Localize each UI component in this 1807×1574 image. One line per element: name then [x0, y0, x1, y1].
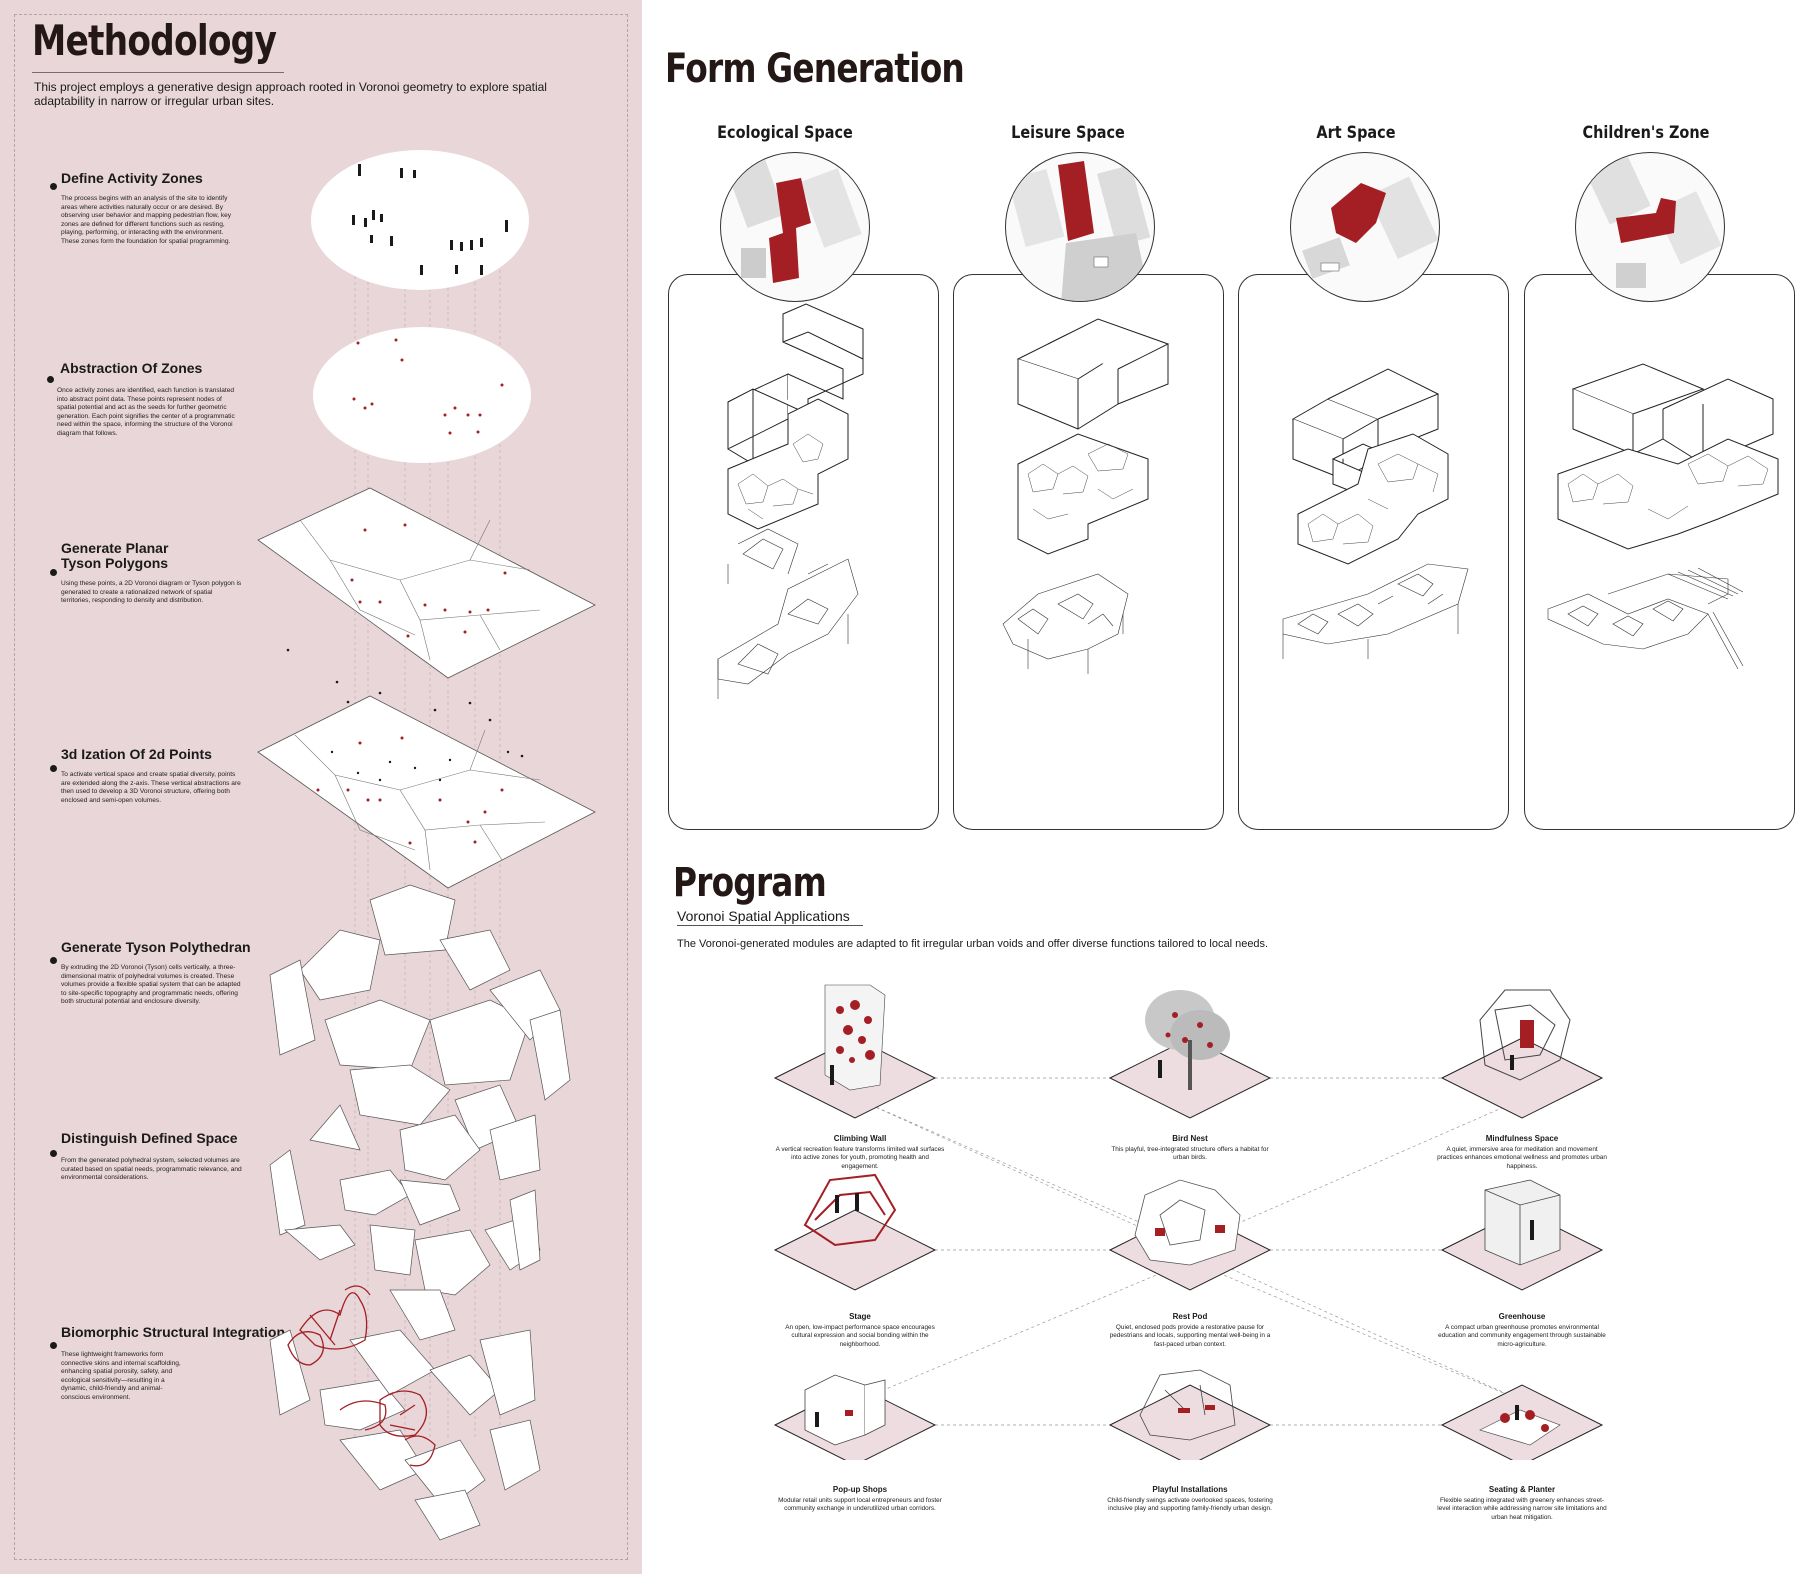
program-description: Modular retail units support local entre…: [778, 1497, 942, 1513]
program-name: Rest Pod: [1172, 1312, 1208, 1321]
abstraction-ellipse: [313, 327, 531, 463]
program-name: Greenhouse: [1498, 1312, 1546, 1321]
step-bullet: [50, 183, 57, 190]
step-title: Generate Planar Tyson Polygons: [61, 540, 169, 571]
step-bullet: [50, 1150, 57, 1157]
step-title: Generate Tyson Polythedran: [61, 939, 251, 955]
step-description: Once activity zones are identified, each…: [57, 387, 235, 437]
mindfulness-icon: [1479, 989, 1571, 1081]
stage-icon: [803, 1173, 897, 1247]
site-map-ecological: [720, 152, 870, 302]
zone-label: Children's Zone: [1582, 123, 1710, 143]
connection-lines: [859, 1077, 1521, 1426]
step-description: These lightweight frameworks form connec…: [61, 1351, 181, 1401]
program-description: This playful, tree-integrated structure …: [1111, 1146, 1269, 1162]
climbing-wall-icon: [824, 984, 886, 1091]
zone-label: Art Space: [1316, 123, 1396, 143]
step-description: By extruding the 2D Voronoi (Tyson) cell…: [61, 964, 241, 1006]
activity-zones-ellipse: [311, 150, 529, 290]
tyson-polyhedra: [269, 884, 571, 1181]
program-diagram: [773, 984, 1604, 1460]
zone-label: Leisure Space: [1011, 123, 1125, 143]
step-bullet: [50, 765, 57, 772]
step-bullet: [47, 376, 54, 383]
step-description: From the generated polyhedral system, se…: [61, 1157, 242, 1182]
program-name: Playful Installations: [1152, 1485, 1228, 1494]
program-description: Child-friendly swings activate overlooke…: [1107, 1497, 1273, 1513]
bird-nest-icon: [1145, 990, 1230, 1090]
structural-frames: [287, 1285, 436, 1467]
floating-points: [286, 648, 524, 758]
playful-installations-icon: [1139, 1369, 1236, 1441]
subtitle-rule: [677, 925, 863, 926]
methodology-title: Methodology: [32, 16, 277, 65]
step-description: Using these points, a 2D Voronoi diagram…: [61, 580, 242, 605]
seating-planter-icon: [1479, 1405, 1561, 1446]
3d-point-voronoi: [257, 695, 596, 889]
site-map-children: [1575, 152, 1725, 302]
step-bullet: [50, 569, 57, 576]
biomorphic-volumes: [269, 1329, 541, 1541]
people-figures: [352, 164, 508, 275]
popup-shops-icon: [804, 1374, 886, 1446]
step-title: Biomorphic Structural Integration: [61, 1324, 286, 1340]
zone-card-art: [1238, 274, 1509, 830]
program-description: A vertical recreation feature transforms…: [775, 1146, 945, 1170]
step-title: 3d Ization Of 2d Points: [61, 746, 212, 762]
step-title: Abstraction Of Zones: [60, 360, 203, 376]
program-name: Pop-up Shops: [832, 1485, 888, 1494]
selected-volumes: [269, 1104, 541, 1341]
program-description: Flexible seating integrated with greener…: [1437, 1497, 1607, 1521]
title-rule: [32, 72, 284, 73]
abstract-points: [352, 338, 504, 435]
rest-pod-icon: [1134, 1179, 1241, 1266]
program-name: Bird Nest: [1172, 1134, 1208, 1143]
program-description: A compact urban greenhouse promotes envi…: [1438, 1324, 1606, 1348]
step-description: To activate vertical space and create sp…: [61, 771, 241, 804]
program-intro: The Voronoi-generated modules are adapte…: [677, 938, 1269, 950]
step-title: Define Activity Zones: [61, 170, 203, 186]
program-description: An open, low-impact performance space en…: [785, 1324, 935, 1348]
step-title: Distinguish Defined Space: [61, 1130, 238, 1146]
methodology-border: [14, 14, 628, 1560]
program-title: Program: [673, 860, 827, 906]
program-description: A quiet, immersive area for meditation a…: [1437, 1146, 1607, 1170]
program-name: Stage: [849, 1312, 871, 1321]
methodology-diagrams: [257, 150, 596, 1541]
methodology-intro: This project employs a generative design…: [34, 80, 547, 108]
step-description: The process begins with an analysis of t…: [61, 195, 232, 245]
program-subtitle: Voronoi Spatial Applications: [677, 908, 850, 924]
program-description: Quiet, enclosed pods provide a restorati…: [1109, 1324, 1271, 1348]
greenhouse-icon: [1484, 1179, 1561, 1266]
zone-label: Ecological Space: [717, 123, 853, 143]
zone-card-ecological: [668, 274, 939, 830]
zone-card-children: [1524, 274, 1795, 830]
planar-voronoi: [257, 487, 596, 679]
site-map-leisure: [1005, 152, 1155, 302]
site-map-art: [1290, 152, 1440, 302]
form-generation-title: Form Generation: [665, 46, 965, 92]
step-bullet: [50, 957, 57, 964]
form-massing-diagrams: [717, 303, 1779, 699]
program-name: Climbing Wall: [833, 1134, 887, 1143]
step-bullet: [50, 1342, 57, 1349]
program-name: Seating & Planter: [1488, 1485, 1556, 1494]
program-name: Mindfulness Space: [1485, 1134, 1559, 1143]
